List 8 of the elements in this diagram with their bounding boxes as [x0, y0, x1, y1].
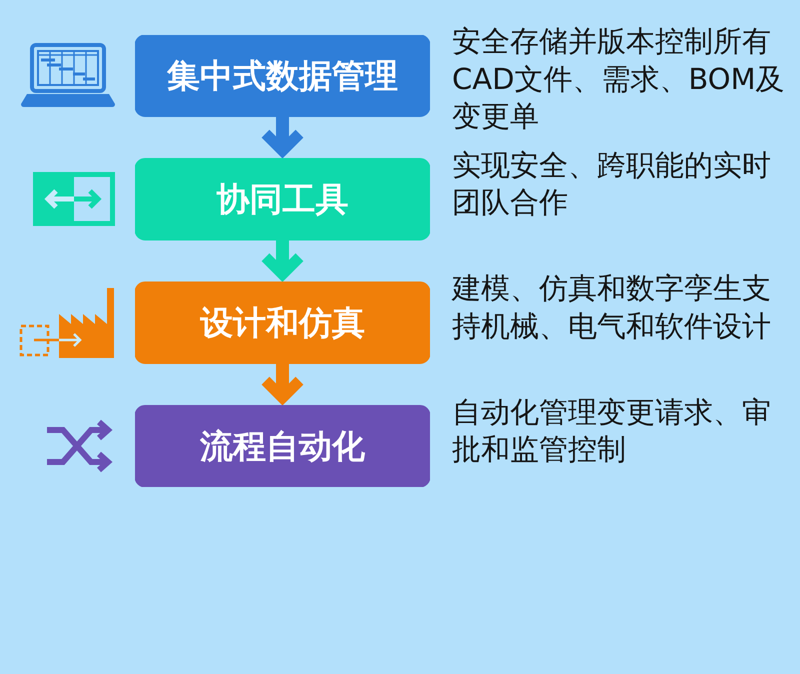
arrow [260, 116, 305, 156]
arrow [260, 364, 305, 404]
description-text: 建模、仿真和数字孪生支持机械、电气和软件设计 [452, 270, 772, 345]
process-box: 协同工具 [135, 158, 430, 240]
description-text: 自动化管理变更请求、审批和监管控制 [452, 394, 772, 468]
description-text: 实现安全、跨职能的实时团队合作 [452, 146, 772, 222]
description-text: 安全存储并版本控制所有CAD文件、需求、BOM及变更单 [452, 23, 786, 136]
arrow [260, 240, 305, 280]
